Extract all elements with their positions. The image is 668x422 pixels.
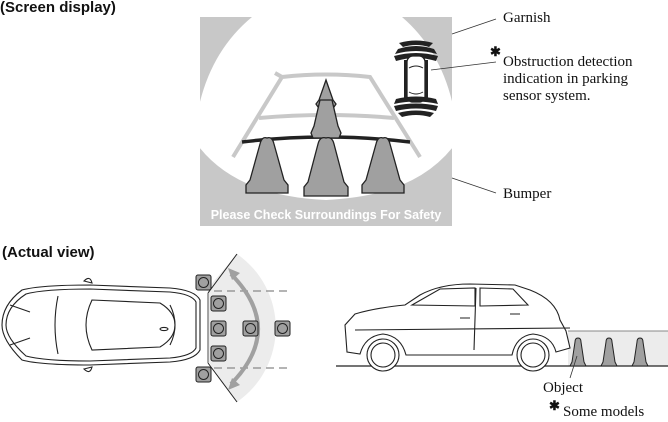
footnote-text: Some models (563, 404, 645, 420)
side-cones (569, 337, 649, 367)
side-detection-area (568, 331, 668, 366)
car-side-view (344, 283, 571, 372)
bumper-area (200, 181, 452, 226)
side-cone (569, 337, 587, 367)
footnote-asterisk: ✱ (549, 398, 560, 413)
sensor-marker (210, 295, 227, 312)
sensor-indication-icon (394, 40, 438, 117)
camera-screen: Please Check Surroundings For Safety (200, 17, 452, 226)
sensor-marker (195, 274, 212, 291)
obstruction-label-line1: Obstruction detection (503, 54, 633, 70)
object-label: Object (543, 380, 583, 396)
cone-left (245, 136, 289, 194)
screen-leader-lines (430, 18, 497, 194)
object-leader (569, 355, 578, 379)
side-cone (600, 337, 618, 367)
detection-range-lines (214, 290, 292, 369)
cone-right (361, 136, 405, 194)
bumper-leader (451, 177, 497, 194)
guide-outer-line (231, 72, 422, 159)
side-cone (631, 337, 649, 367)
actual-view-heading: (Actual view) (2, 244, 95, 261)
obstruction-asterisk: ✱ (490, 44, 501, 59)
obstruction-leader (430, 61, 497, 71)
garnish-label: Garnish (503, 10, 551, 26)
cone-back (310, 78, 342, 139)
detection-boundary-top (207, 253, 238, 294)
obstruction-label-line2: indication in parking (503, 71, 628, 87)
safety-warning-text: Please Check Surroundings For Safety (211, 208, 442, 222)
detection-boundary-bottom (207, 362, 238, 403)
garnish-leader (451, 18, 497, 35)
sensor-marker (242, 320, 259, 337)
sensor-markers (195, 274, 291, 383)
sensor-marker (210, 345, 227, 362)
car-top-view (1, 277, 201, 373)
sensor-marker (195, 366, 212, 383)
screen-display-heading: (Screen display) (0, 0, 116, 16)
sensor-marker (274, 320, 291, 337)
cone-center (303, 136, 349, 197)
sensor-marker (210, 320, 227, 337)
bumper-label: Bumper (503, 186, 552, 202)
obstruction-label-line3: sensor system. (503, 88, 591, 104)
